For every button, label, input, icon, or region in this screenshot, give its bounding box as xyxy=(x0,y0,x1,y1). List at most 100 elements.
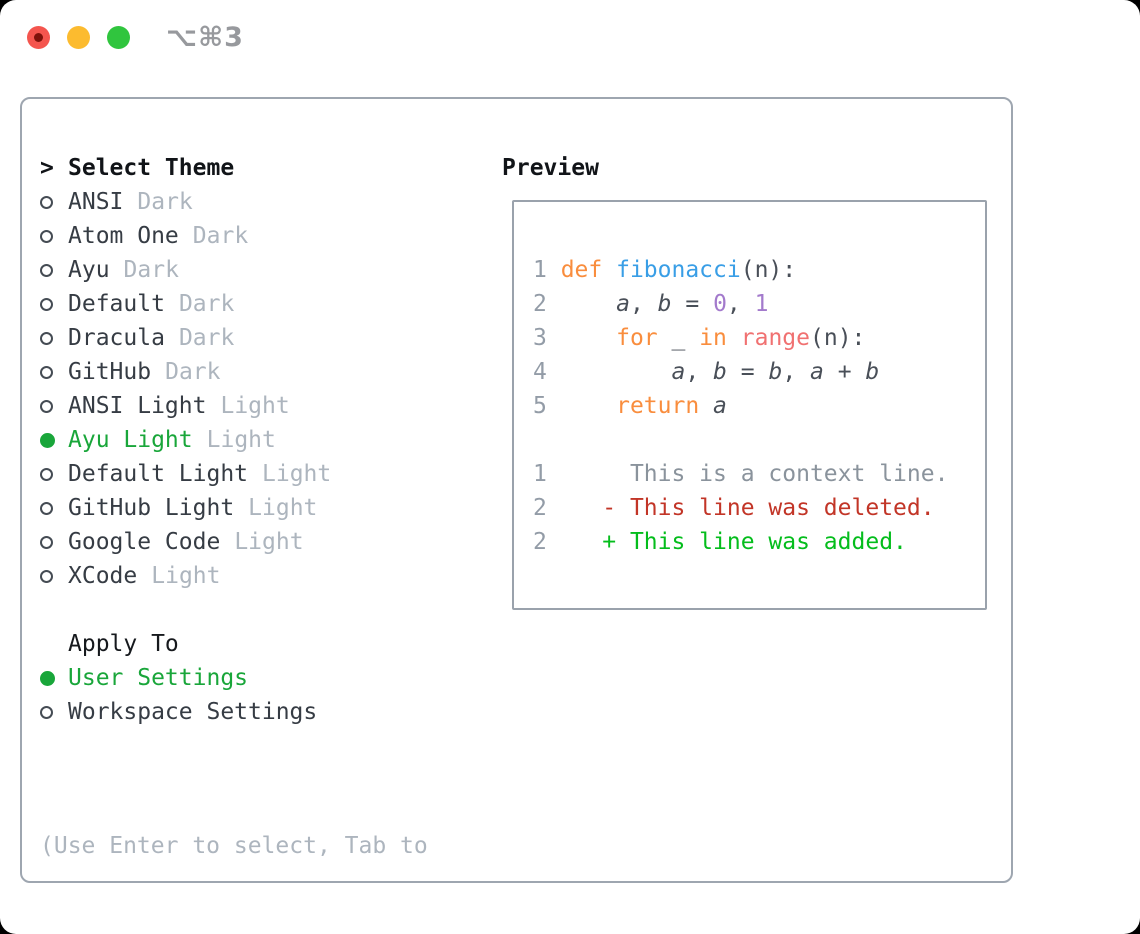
code-line: 3 for _ in range(n): xyxy=(533,321,973,355)
option-label: ANSI xyxy=(68,189,124,215)
code-line: 1 def fibonacci(n): xyxy=(533,253,973,287)
code-segment: a xyxy=(616,291,630,317)
code-segment: return xyxy=(616,393,700,419)
option-label: Default xyxy=(68,291,165,317)
option-label: User Settings xyxy=(68,665,249,691)
code-segment: (n): xyxy=(740,257,797,283)
line-number: 2 xyxy=(533,291,561,317)
code-segment: (n): xyxy=(810,325,866,351)
minimize-button[interactable] xyxy=(67,26,90,49)
code-segment: This is a context line. xyxy=(560,461,949,487)
maximize-button[interactable] xyxy=(107,26,130,49)
code-line: 2 + This line was added. xyxy=(533,525,973,559)
line-number: 2 xyxy=(533,529,561,555)
code-segment: + xyxy=(823,359,866,385)
line-number: 5 xyxy=(533,393,561,419)
theme-variant-tag: Dark xyxy=(192,223,249,249)
theme-variant-tag: Light xyxy=(151,563,221,589)
apply-option-workspace-settings[interactable]: Workspace Settings xyxy=(40,695,317,729)
option-label: Ayu xyxy=(68,257,110,283)
code-segment: a xyxy=(713,393,727,419)
code-segment xyxy=(561,393,616,419)
preview-header: Preview xyxy=(502,155,599,181)
code-segment: = xyxy=(726,359,769,385)
theme-option-google-code[interactable]: Google Code Light xyxy=(40,525,331,559)
radio-icon xyxy=(40,195,53,209)
code-segment: , xyxy=(685,359,714,385)
line-number: 1 xyxy=(533,257,561,283)
select-theme-label: Select Theme xyxy=(68,155,235,181)
radio-selected-icon xyxy=(40,432,55,448)
code-segment xyxy=(727,325,741,351)
code-segment: a xyxy=(810,359,824,385)
theme-option-ansi-light[interactable]: ANSI Light Light xyxy=(40,389,331,423)
option-label: GitHub xyxy=(68,359,152,385)
theme-option-xcode[interactable]: XCode Light xyxy=(40,559,331,593)
theme-variant-tag: Dark xyxy=(178,325,235,351)
theme-variant-tag: Light xyxy=(248,495,318,521)
option-label: Workspace Settings xyxy=(68,699,318,725)
code-segment: b xyxy=(713,359,727,385)
code-segment: 1 xyxy=(754,291,769,317)
radio-icon xyxy=(40,297,53,311)
code-segment: 0 xyxy=(713,291,727,317)
option-label: Default Light xyxy=(68,461,249,487)
code-segment: fibonacci xyxy=(616,257,741,283)
theme-variant-tag: Dark xyxy=(123,257,179,283)
radio-icon xyxy=(40,365,53,379)
apply-option-user-settings[interactable]: User Settings xyxy=(40,661,317,695)
select-theme-header: > Select Theme xyxy=(40,151,331,185)
radio-icon xyxy=(40,229,53,243)
code-segment: a xyxy=(671,359,686,385)
code-segment xyxy=(561,291,616,317)
code-line xyxy=(533,423,973,457)
code-segment: = xyxy=(671,291,714,317)
code-line: 1 This is a context line. xyxy=(533,457,973,491)
radio-icon xyxy=(40,535,53,549)
code-segment: _ xyxy=(657,325,700,351)
window-title: ⌥⌘3 xyxy=(166,22,244,53)
theme-option-github[interactable]: GitHub Dark xyxy=(40,355,331,389)
code-line: 2 a, b = 0, 1 xyxy=(533,287,973,321)
theme-option-atom-one[interactable]: Atom One Dark xyxy=(40,219,331,253)
code-segment: range xyxy=(740,325,810,351)
code-line: 5 return a xyxy=(533,389,973,423)
option-label: Google Code xyxy=(68,529,221,555)
theme-variant-tag: Light xyxy=(220,393,290,419)
radio-icon xyxy=(40,399,53,413)
apply-to-header: Apply To xyxy=(40,627,317,661)
code-line: 2 - This line was deleted. xyxy=(533,491,973,525)
radio-icon xyxy=(40,705,53,719)
prompt-icon: > xyxy=(40,155,54,181)
close-dot-icon xyxy=(34,33,43,42)
code-segment: , xyxy=(726,291,755,317)
option-label: ANSI Light xyxy=(68,393,207,419)
theme-variant-tag: Dark xyxy=(165,359,221,385)
theme-variant-tag: Light xyxy=(234,529,304,555)
close-button[interactable] xyxy=(27,26,50,49)
theme-option-ayu[interactable]: Ayu Dark xyxy=(40,253,331,287)
option-label: Atom One xyxy=(68,223,179,249)
code-segment: in xyxy=(699,325,727,351)
option-label: XCode xyxy=(68,563,138,589)
code-segment: + This line was added. xyxy=(560,529,907,555)
code-segment: def xyxy=(560,257,617,283)
line-number: 1 xyxy=(533,461,561,487)
help-text: (Use Enter to select, Tab to change focu… xyxy=(40,761,428,934)
code-segment xyxy=(561,325,616,351)
code-segment: b xyxy=(865,359,880,385)
code-segment: , xyxy=(629,291,658,317)
radio-icon xyxy=(40,467,53,481)
